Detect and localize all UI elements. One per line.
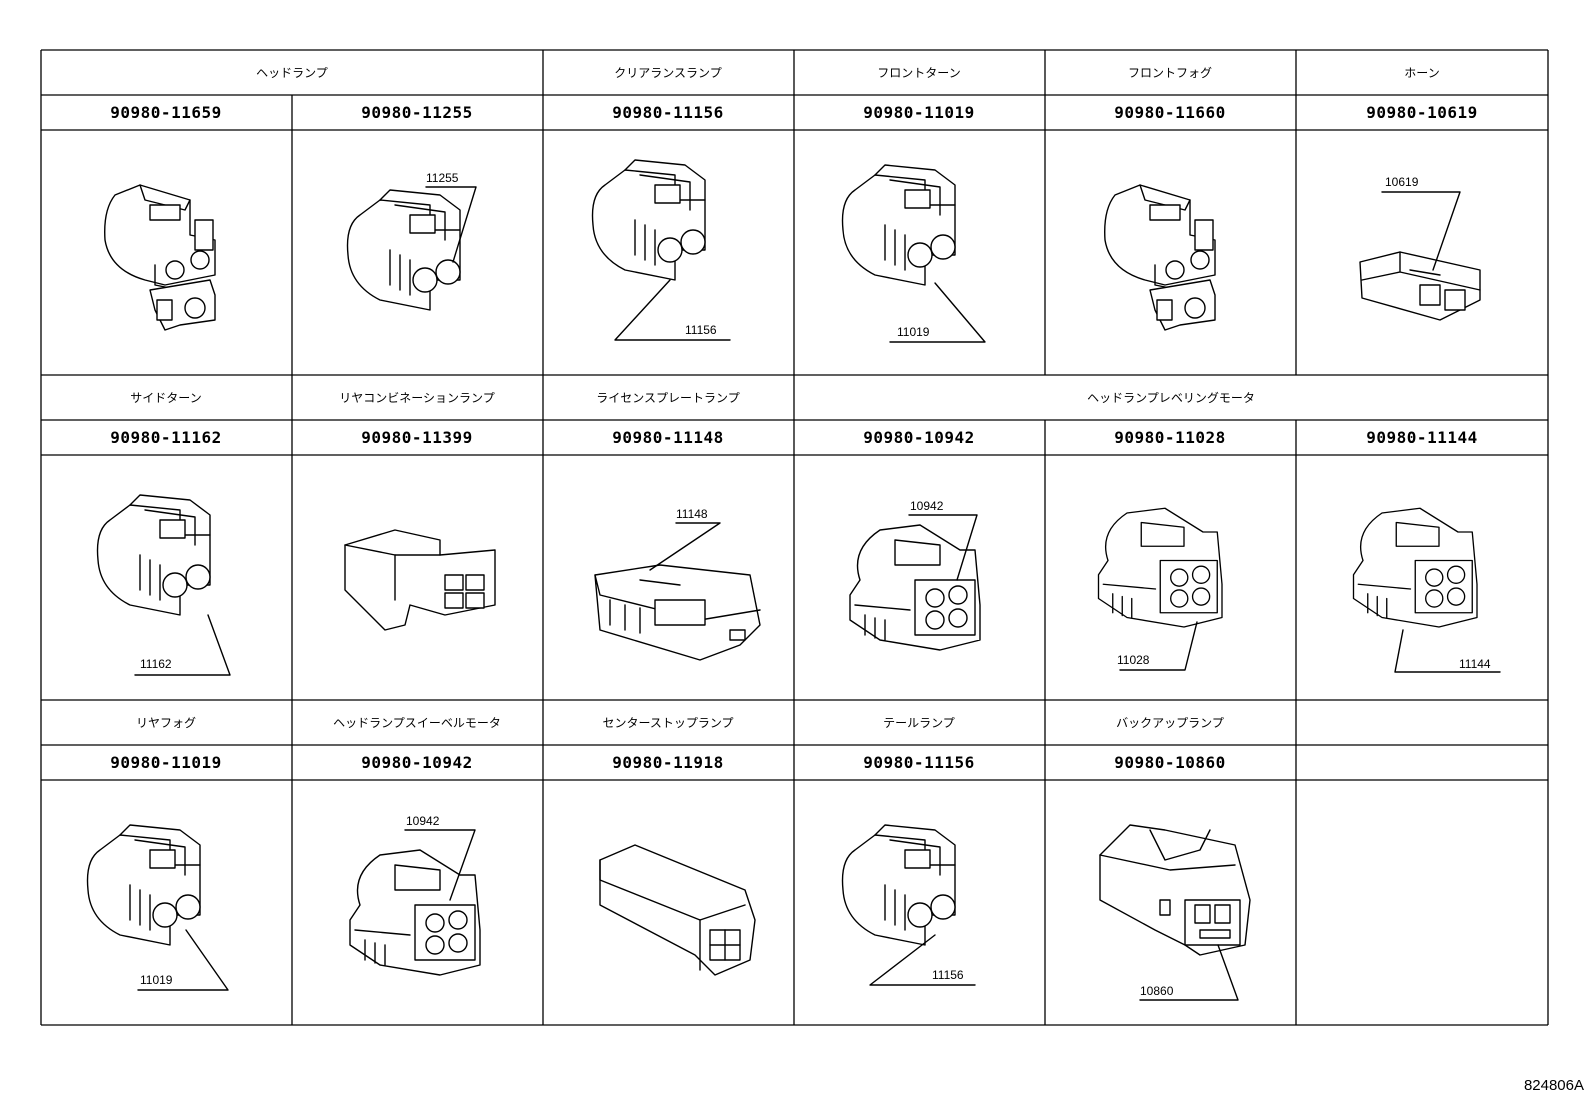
connector-drawing	[1359, 251, 1481, 321]
category-center-stop-lamp: センターストップランプ	[602, 716, 733, 730]
connector-drawing	[841, 164, 956, 286]
category-rear-fog: リヤフォグ	[136, 716, 196, 730]
category-horn: ホーン	[1404, 66, 1439, 80]
callout-label: 10942	[910, 499, 944, 513]
connector-drawing	[1352, 507, 1478, 628]
callout-leader	[1394, 629, 1501, 673]
connector-drawing	[599, 844, 756, 976]
category-tail-lamp: テールランプ	[883, 716, 955, 730]
callout-label: 10860	[1140, 984, 1174, 998]
category-headlamp: ヘッドランプ	[256, 66, 328, 80]
connector-drawing	[344, 529, 496, 631]
part-number: 90980-11019	[863, 103, 974, 122]
part-number: 90980-11162	[110, 428, 221, 447]
part-number: 90980-11399	[361, 428, 472, 447]
part-number: 90980-11148	[612, 428, 723, 447]
callout-label: 11162	[140, 657, 172, 671]
figure-reference: 824806A	[1524, 1077, 1584, 1094]
callout-label: 10942	[406, 814, 440, 828]
table-grid	[40, 49, 1549, 1026]
category-front-fog: フロントフォグ	[1128, 66, 1212, 80]
connector-drawing	[591, 159, 706, 281]
category-backup-lamp: バックアップランプ	[1116, 716, 1224, 730]
callout-leader	[869, 934, 976, 986]
callout-label: 11019	[897, 325, 930, 339]
part-number: 90980-11660	[1114, 103, 1225, 122]
callout-label: 11028	[1117, 653, 1150, 667]
part-number: 90980-10942	[361, 753, 472, 772]
part-number: 90980-11918	[612, 753, 723, 772]
part-number: 90980-11659	[110, 103, 221, 122]
callout-label: 10619	[1385, 175, 1419, 189]
connector-drawing	[594, 564, 761, 661]
callout-leader	[425, 186, 477, 263]
connector-drawing	[1099, 824, 1251, 956]
category-headlamp-leveling-motor: ヘッドランプレベリングモータ	[1087, 391, 1255, 405]
part-number: 90980-10942	[863, 428, 974, 447]
connector-drawing	[849, 524, 981, 651]
callout-leader	[614, 279, 731, 341]
part-number: 90980-11156	[863, 753, 974, 772]
callout-leader	[134, 614, 231, 676]
callout-leader	[649, 522, 721, 571]
callout-leader	[137, 929, 229, 991]
part-number: 90980-11019	[110, 753, 221, 772]
callout-label: 11156	[685, 323, 717, 337]
connector-drawing	[841, 824, 956, 946]
callout-label: 11255	[426, 171, 459, 185]
part-number: 90980-11028	[1114, 428, 1225, 447]
connector-drawing	[96, 494, 211, 616]
callout-leader	[404, 829, 476, 901]
callout-leader	[1381, 191, 1461, 271]
connector-drawing	[86, 824, 201, 946]
callout-leader	[1119, 621, 1198, 671]
part-number: 90980-11144	[1366, 428, 1477, 447]
callout-leader	[1139, 944, 1239, 1001]
callout-label: 11019	[140, 973, 173, 987]
callout-label: 11156	[932, 968, 964, 982]
category-rear-combination-lamp: リヤコンビネーションランプ	[339, 391, 494, 405]
callout-leader	[889, 282, 986, 343]
callout-label: 11148	[676, 507, 708, 521]
part-number: 90980-10619	[1366, 103, 1477, 122]
category-license-plate-lamp: ライセンスプレートランプ	[596, 391, 739, 405]
category-headlamp-swivel-motor: ヘッドランプスイーベルモータ	[333, 716, 501, 730]
callout-label: 11144	[1459, 657, 1491, 671]
callout-leader	[908, 514, 978, 581]
part-number: 90980-11156	[612, 103, 723, 122]
part-number: 90980-10860	[1114, 753, 1225, 772]
category-clearance-lamp: クリアランスランプ	[614, 66, 721, 80]
connector-drawing	[1104, 184, 1216, 331]
connector-drawing	[346, 189, 461, 311]
connector-drawing	[1097, 507, 1223, 628]
category-side-turn: サイドターン	[130, 391, 201, 405]
connector-drawing	[104, 184, 216, 331]
category-front-turn: フロントターン	[877, 66, 960, 80]
part-number: 90980-11255	[361, 103, 472, 122]
